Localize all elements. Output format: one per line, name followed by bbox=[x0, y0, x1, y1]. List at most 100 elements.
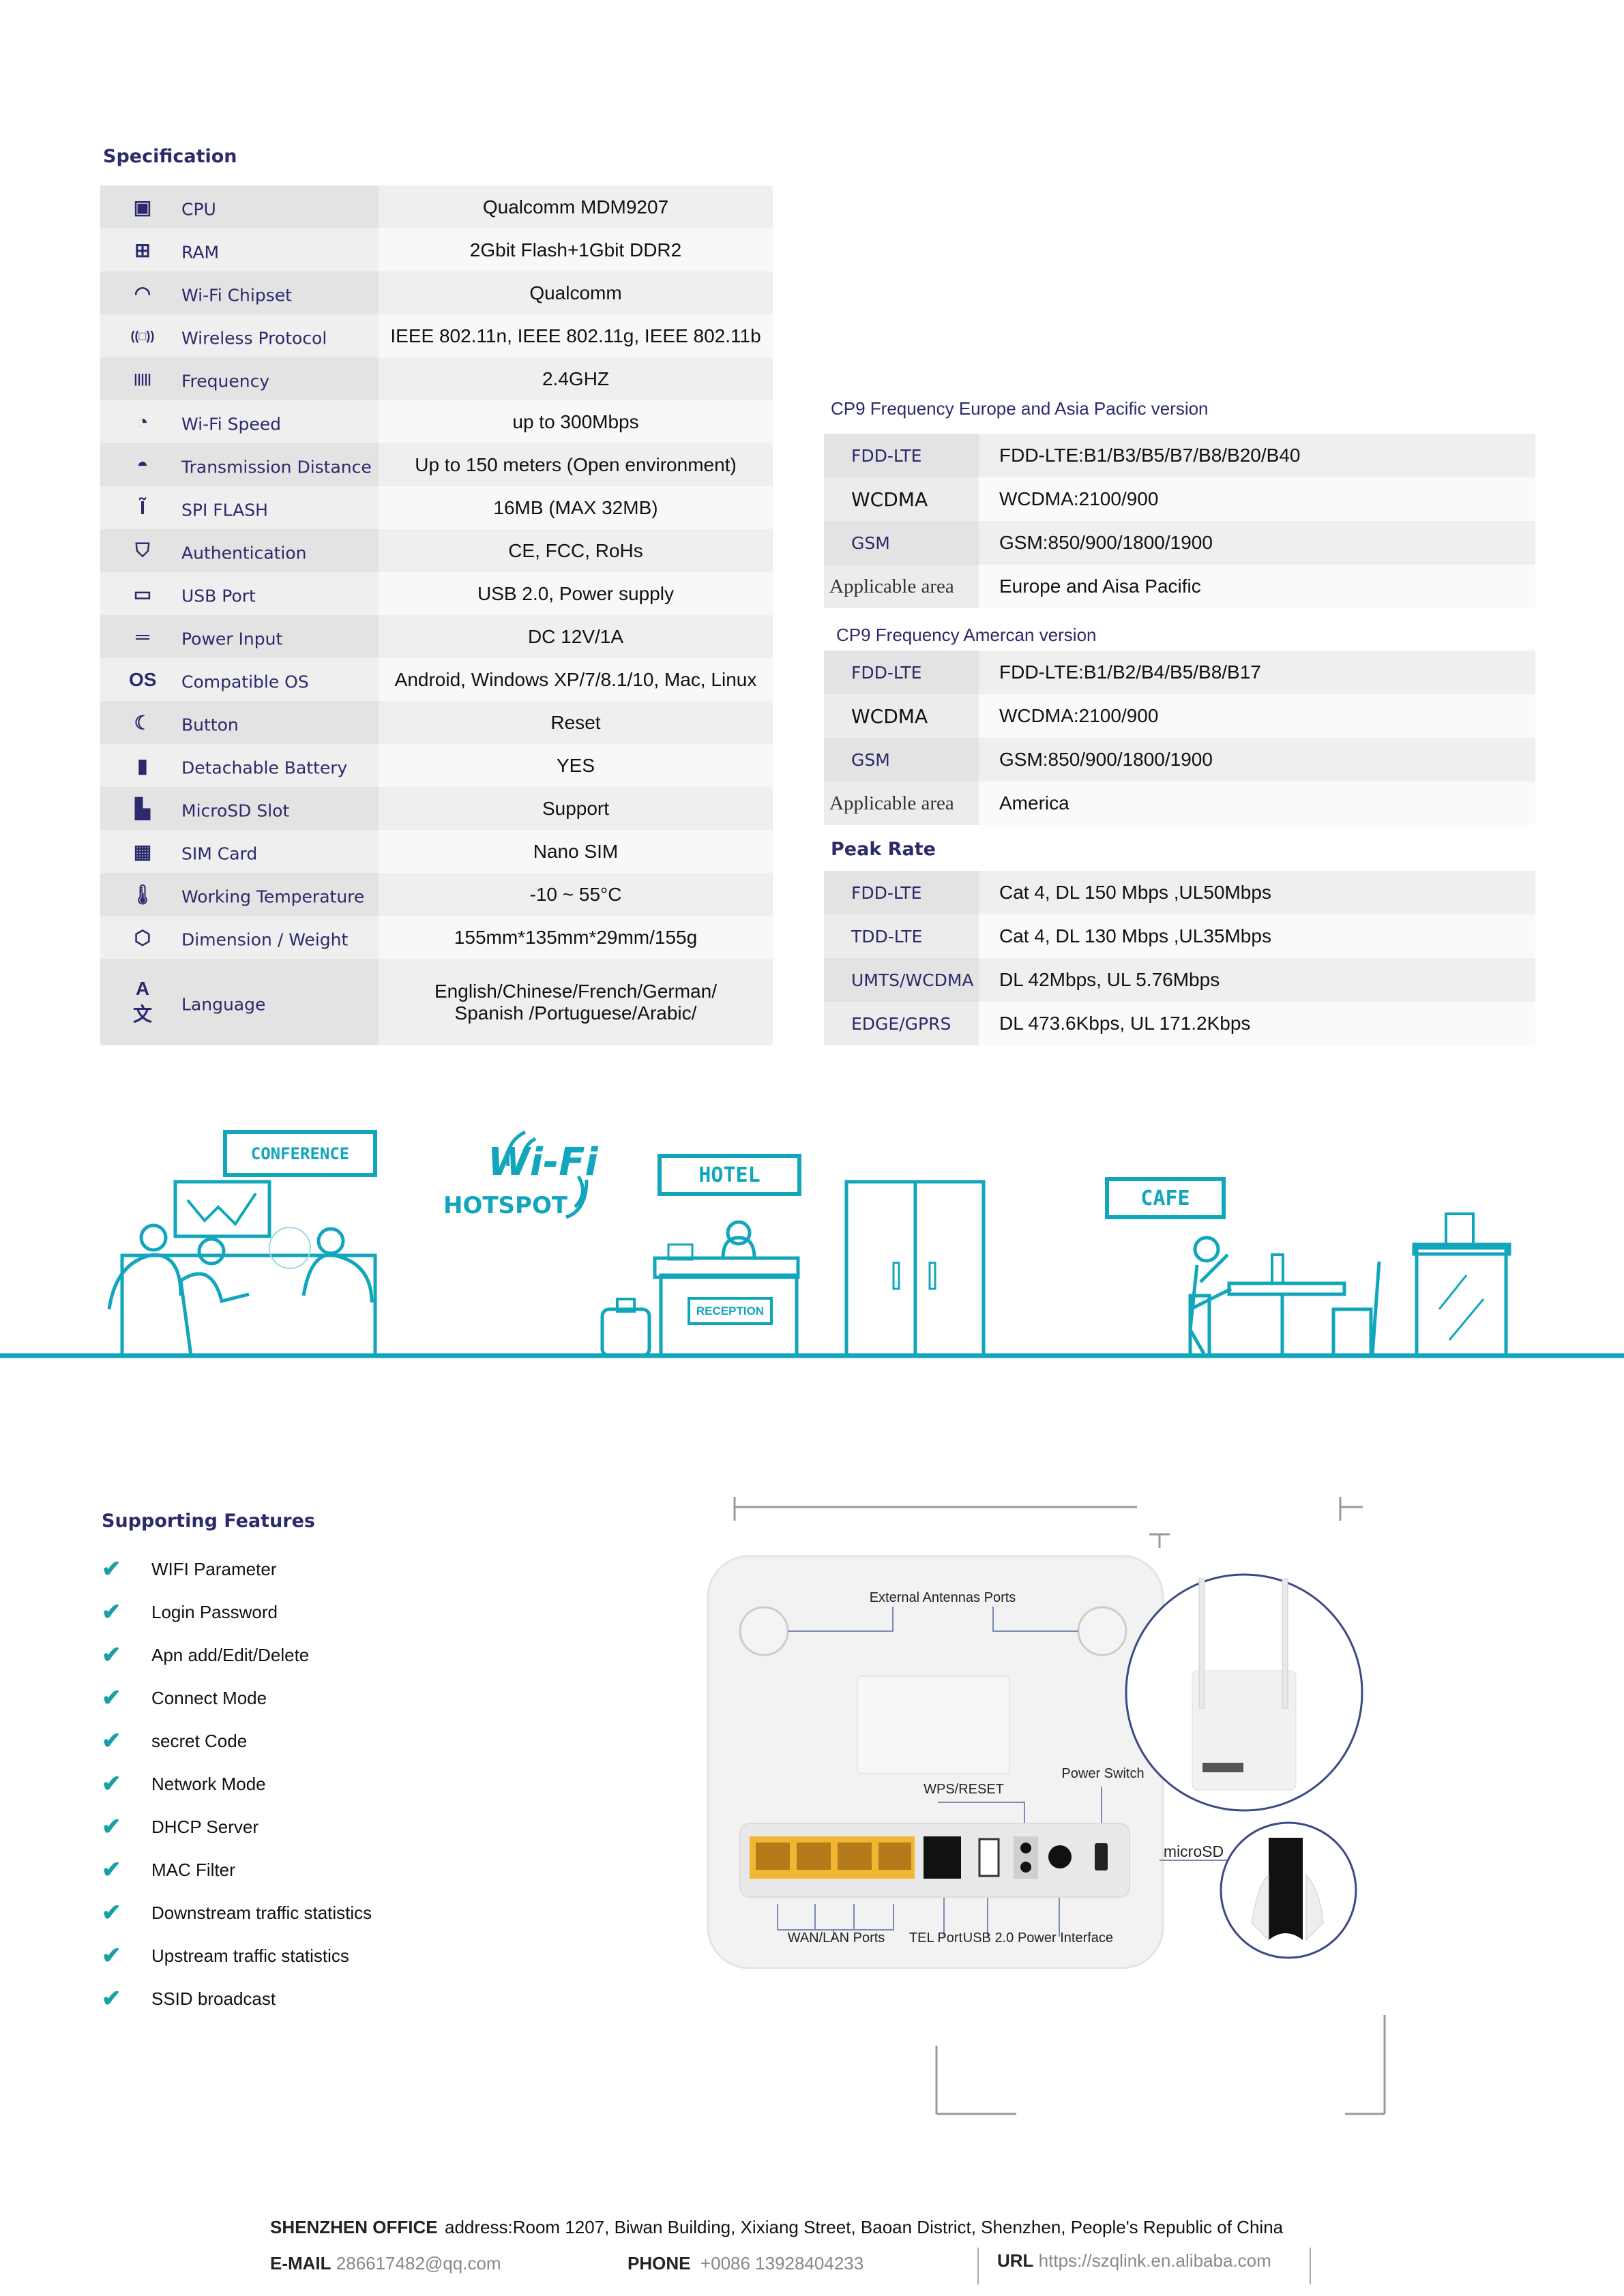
spec-label-cell: ⬡Dimension / Weight bbox=[100, 916, 379, 959]
spec-label-cell: ◠ Wi-Fi Chipset bbox=[100, 271, 379, 314]
check-icon: ✔ bbox=[102, 1642, 121, 1668]
spec-label-cell: ⊞RAM bbox=[100, 228, 379, 271]
url-value[interactable]: https://szqlink.en.alibaba.com bbox=[1038, 2250, 1271, 2271]
feature-item: ✔ SSID broadcast bbox=[102, 1985, 276, 2012]
cpu-icon: ▣ bbox=[133, 196, 152, 218]
feature-label: DHCP Server bbox=[151, 1816, 259, 1837]
person-head bbox=[1193, 1236, 1220, 1263]
row-value: Europe and Aisa Pacific bbox=[979, 565, 1535, 608]
email-value: 286617482@qq.com bbox=[336, 2253, 501, 2273]
suitcase bbox=[600, 1307, 651, 1358]
shield-check-icon: ⛉ bbox=[135, 539, 150, 561]
spec-label-cell: ═Power Input bbox=[100, 615, 379, 658]
row-label: TDD-LTE bbox=[824, 914, 979, 958]
spec-value: IEEE 802.11n, IEEE 802.11g, IEEE 802.11b bbox=[379, 314, 773, 357]
feature-item: ✔Downstream traffic statistics bbox=[102, 1899, 372, 1926]
person-body bbox=[107, 1253, 183, 1310]
row-value: DL 42Mbps, UL 5.76Mbps bbox=[979, 958, 1535, 1002]
spec-label-cell: ◓Transmission Distance bbox=[100, 443, 379, 486]
suitcase-handle bbox=[616, 1298, 636, 1313]
office-address: address:Room 1207, Biwan Building, Xixia… bbox=[445, 2217, 1284, 2237]
row-value: Cat 4, DL 150 Mbps ,UL50Mbps bbox=[979, 871, 1535, 914]
usb-port bbox=[978, 1838, 1000, 1877]
person-head bbox=[197, 1237, 226, 1266]
coffee-cup-icon bbox=[1271, 1253, 1284, 1285]
reception-desk bbox=[659, 1273, 799, 1358]
spec-label: Language bbox=[181, 994, 266, 1014]
row-value: GSM:850/900/1800/1900 bbox=[979, 521, 1535, 565]
feature-item: ✔WIFI Parameter bbox=[102, 1555, 276, 1583]
row-value: WCDMA:2100/900 bbox=[979, 694, 1535, 738]
specification-title: Specification bbox=[103, 146, 237, 167]
hotspot-label: HOTSPOT bbox=[443, 1192, 568, 1219]
spec-label: RAM bbox=[181, 241, 220, 262]
spec-row: 🌡Working Temperature-10 ~ 55°C bbox=[100, 873, 773, 916]
wifi-icon: ◠ bbox=[134, 282, 151, 303]
america-version-title: CP9 Frequency Amercan version bbox=[836, 625, 1097, 645]
reception-label: RECEPTION bbox=[696, 1304, 765, 1317]
row-label: WCDMA bbox=[824, 694, 979, 738]
row-label: Applicable area bbox=[824, 781, 979, 825]
hotel-label: HOTEL bbox=[698, 1163, 761, 1187]
row-label: EDGE/GPRS bbox=[824, 1002, 979, 1045]
dimension-box-icon: ⬡ bbox=[134, 927, 151, 948]
sd-card-icon: ▙ bbox=[135, 798, 150, 819]
presentation-screen bbox=[173, 1180, 271, 1238]
person-head bbox=[139, 1223, 168, 1252]
wireless-device-icon: ((□)) bbox=[130, 329, 155, 342]
speedometer-icon: ◔ bbox=[136, 411, 149, 432]
check-icon: ✔ bbox=[102, 1986, 121, 2012]
row-value: Cat 4, DL 130 Mbps ,UL35Mbps bbox=[979, 914, 1535, 958]
feature-label: Login Password bbox=[151, 1601, 278, 1622]
conference-table bbox=[120, 1253, 377, 1358]
phone-value: +0086 13928404233 bbox=[700, 2253, 864, 2273]
feature-label: Apn add/Edit/Delete bbox=[151, 1644, 310, 1665]
check-icon: ✔ bbox=[102, 1556, 121, 1582]
cafe-sign bbox=[1105, 1177, 1226, 1219]
spec-label: Frequency bbox=[181, 370, 270, 391]
url-label: URL bbox=[997, 2250, 1034, 2271]
antenna-port bbox=[739, 1606, 789, 1656]
row-label: GSM bbox=[824, 521, 979, 565]
check-icon: ✔ bbox=[102, 1685, 121, 1711]
person-head bbox=[316, 1227, 345, 1255]
feature-label: Connect Mode bbox=[151, 1687, 267, 1708]
receptionist-head bbox=[726, 1220, 752, 1246]
spec-label-cell: ⛉Authentication bbox=[100, 529, 379, 572]
spec-value: CE, FCC, RoHs bbox=[379, 529, 773, 572]
tel-port bbox=[924, 1836, 961, 1879]
row-label: Applicable area bbox=[824, 565, 979, 608]
spec-value: Qualcomm bbox=[379, 271, 773, 314]
row-label: FDD-LTE bbox=[824, 651, 979, 694]
feature-label: SSID broadcast bbox=[151, 1988, 276, 2009]
footer-divider bbox=[977, 2248, 979, 2284]
spec-label: Button bbox=[181, 714, 239, 734]
spec-label-cell: ▦SIM Card bbox=[100, 830, 379, 873]
spec-label-cell: ▭USB Port bbox=[100, 572, 379, 615]
laptop bbox=[667, 1243, 694, 1261]
row-value: DL 473.6Kbps, UL 171.2Kbps bbox=[979, 1002, 1535, 1045]
button-moon-icon: ☾ bbox=[134, 712, 151, 733]
spec-label: MicroSD Slot bbox=[181, 800, 290, 820]
cafe-stool bbox=[1331, 1307, 1373, 1358]
row-label: UMTS/WCDMA bbox=[824, 958, 979, 1002]
tel-port-label: TEL Port bbox=[909, 1930, 963, 1945]
spec-label: Wi-Fi Chipset bbox=[181, 284, 292, 305]
spec-value: 2.4GHZ bbox=[379, 357, 773, 400]
wifi-waves-icon bbox=[269, 1227, 311, 1269]
feature-item: ✔Login Password bbox=[102, 1598, 278, 1626]
spec-value: Nano SIM bbox=[379, 830, 773, 873]
receptionist-body bbox=[721, 1236, 756, 1259]
